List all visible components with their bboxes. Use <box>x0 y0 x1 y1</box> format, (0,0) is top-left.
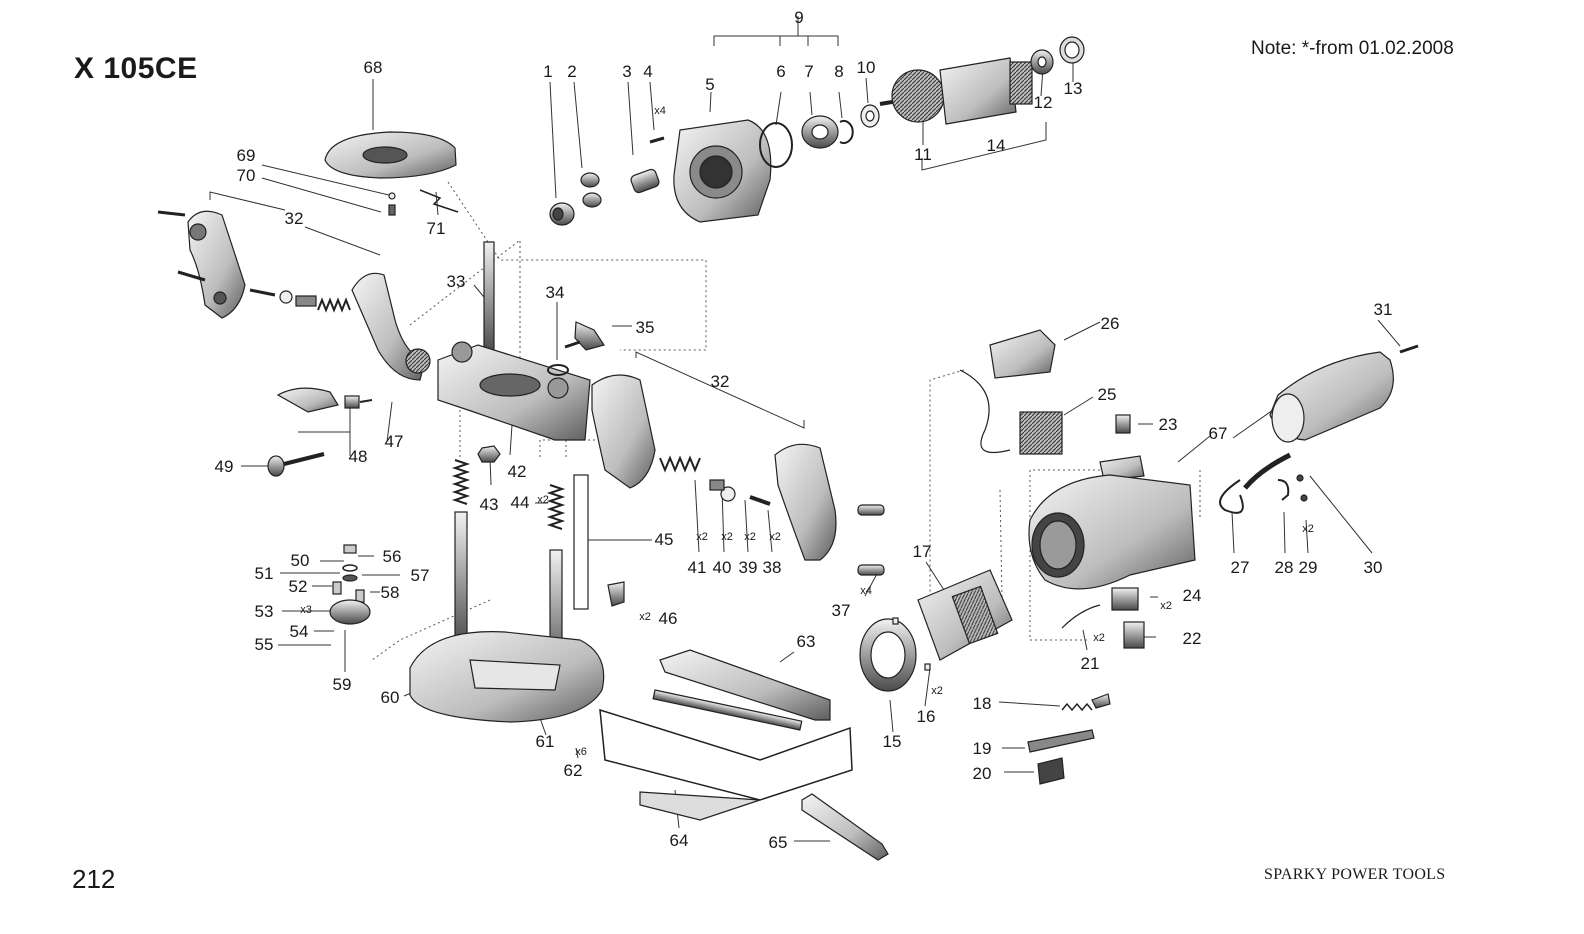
callout-16: 16 <box>917 707 936 726</box>
callout-10: 10 <box>857 58 876 77</box>
callout-59: 59 <box>333 675 352 694</box>
callout-61: 61 <box>536 732 555 751</box>
quantity-markers: x4 x2 x2 x2 x2 x2 x4 x3 x2 x6 x2 x2 x2 x… <box>300 105 1314 758</box>
callout-32-left: 32 <box>285 209 304 228</box>
callout-2: 2 <box>567 62 576 81</box>
callout-63: 63 <box>797 632 816 651</box>
callout-57: 57 <box>411 566 430 585</box>
callout-56: 56 <box>383 547 402 566</box>
callout-51: 51 <box>255 564 274 583</box>
qty-4: x4 <box>654 105 666 117</box>
callout-21: 21 <box>1081 654 1100 673</box>
callout-15: 15 <box>883 732 902 751</box>
callout-22: 22 <box>1183 629 1202 648</box>
callout-65: 65 <box>769 833 788 852</box>
callout-30: 30 <box>1364 558 1383 577</box>
callout-67: 67 <box>1209 424 1228 443</box>
callout-45: 45 <box>655 530 674 549</box>
page-number: 212 <box>72 864 116 894</box>
callout-11: 11 <box>914 145 932 164</box>
callout-4: 4 <box>643 62 652 81</box>
callout-58: 58 <box>381 583 400 602</box>
qty-62: x6 <box>575 746 587 758</box>
callout-41: 41 <box>688 558 707 577</box>
callout-47: 47 <box>385 432 404 451</box>
callout-5: 5 <box>705 75 714 94</box>
callout-34: 34 <box>546 283 565 302</box>
callout-27: 27 <box>1231 558 1250 577</box>
callout-25: 25 <box>1098 385 1117 404</box>
qty-37: x4 <box>860 585 872 597</box>
callout-35: 35 <box>636 318 655 337</box>
callout-54: 54 <box>290 622 309 641</box>
brand-footer: SPARKY POWER TOOLS <box>1264 866 1446 883</box>
callout-46: 46 <box>659 609 678 628</box>
model-title: X 105CE <box>74 52 198 85</box>
qty-38: x2 <box>769 531 781 543</box>
qty-40: x2 <box>721 531 733 543</box>
callout-3: 3 <box>622 62 631 81</box>
callout-49: 49 <box>215 457 234 476</box>
qty-29: x2 <box>1302 523 1314 535</box>
callout-9: 9 <box>794 8 803 27</box>
callout-33: 33 <box>447 272 466 291</box>
callout-62: 62 <box>564 761 583 780</box>
callout-39: 39 <box>739 558 758 577</box>
callout-68: 68 <box>364 58 383 77</box>
callout-6: 6 <box>776 62 785 81</box>
callout-23: 23 <box>1159 415 1178 434</box>
qty-53: x3 <box>300 604 312 616</box>
callout-69: 69 <box>237 146 256 165</box>
callout-14: 14 <box>987 136 1006 155</box>
callout-26: 26 <box>1101 314 1120 333</box>
callout-7: 7 <box>804 62 813 81</box>
qty-21: x2 <box>1093 632 1105 644</box>
callout-43: 43 <box>480 495 499 514</box>
callout-1: 1 <box>543 62 552 81</box>
callout-12: 12 <box>1034 93 1053 112</box>
qty-39: x2 <box>744 531 756 543</box>
callout-20: 20 <box>973 764 992 783</box>
callout-8: 8 <box>834 62 843 81</box>
qty-41: x2 <box>696 531 708 543</box>
callout-48: 48 <box>349 447 368 466</box>
callout-42: 42 <box>508 462 527 481</box>
callout-64: 64 <box>670 831 689 850</box>
callout-32-right: 32 <box>711 372 730 391</box>
callout-31: 31 <box>1374 300 1393 319</box>
callout-50: 50 <box>291 551 310 570</box>
callout-52: 52 <box>289 577 308 596</box>
router-base-handle-parts <box>157 131 889 861</box>
callout-71: 71 <box>427 219 446 238</box>
callout-55: 55 <box>255 635 274 654</box>
callout-18: 18 <box>973 694 992 713</box>
qty-44: x2 <box>537 494 549 506</box>
assembly-dotted-lines <box>371 181 1201 661</box>
callout-29: 29 <box>1299 558 1318 577</box>
callout-40: 40 <box>713 558 732 577</box>
callout-37: 37 <box>832 601 851 620</box>
qty-16: x2 <box>931 685 943 697</box>
callout-70: 70 <box>237 166 256 185</box>
date-note: Note: *-from 01.02.2008 <box>1251 38 1454 59</box>
callout-13: 13 <box>1064 79 1083 98</box>
callout-numbers: 1 2 3 4 5 6 7 8 9 10 11 12 13 14 15 16 1… <box>215 8 1393 852</box>
callout-53: 53 <box>255 602 274 621</box>
callout-19: 19 <box>973 739 992 758</box>
qty-24: x2 <box>1160 600 1172 612</box>
callout-24: 24 <box>1183 586 1202 605</box>
callout-38: 38 <box>763 558 782 577</box>
motor-electrical-parts <box>859 329 1419 785</box>
motor-housing-top-parts <box>549 36 1085 226</box>
callout-28: 28 <box>1275 558 1294 577</box>
callout-60: 60 <box>381 688 400 707</box>
callout-44: 44 <box>511 493 530 512</box>
qty-46: x2 <box>639 611 651 623</box>
leader-lines <box>209 16 1401 842</box>
callout-17: 17 <box>913 542 932 561</box>
